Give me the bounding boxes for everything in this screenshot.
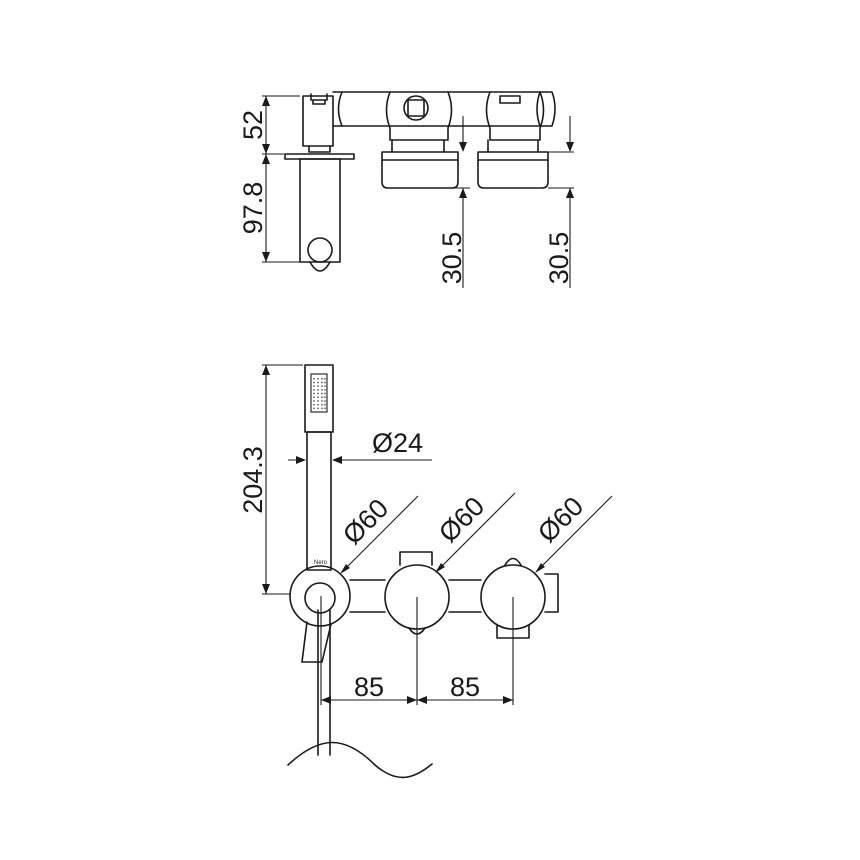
dim-side-lower-height: 97.8 [238,182,268,235]
side-valve-slot-right [499,95,521,104]
brand-mark: Nero [314,560,328,566]
hose [317,609,331,756]
dim-spacing-left: 85 [354,672,384,702]
hose-wave [287,741,433,779]
dim-handshower-diameter: Ø24 [372,428,423,458]
side-wall-flange [284,153,355,160]
front-view: Nero 204.3 Ø24 Ø60 [238,364,613,779]
dim-middle-handle-diameter: Ø60 [433,491,490,548]
side-valve-square-middle [407,99,425,117]
dim-side-top-height: 52 [238,110,268,140]
side-outlet-cap [310,93,328,105]
hand-shower-head [304,364,334,433]
side-handle-middle [381,151,459,189]
outlet-disc [289,565,351,627]
side-outlet-collar [308,145,331,153]
outlet-elbow [304,582,336,614]
right-handle-top-knob [504,557,522,566]
side-hose-connector [299,158,341,263]
side-pipe-joint-left [337,91,343,127]
side-connector-tip [309,261,331,272]
side-valve-body-middle [385,91,453,141]
side-valve-nut-middle [403,95,429,121]
side-pipe-joint-right [536,91,541,127]
dim-right-handle-diameter: Ø60 [532,491,589,548]
hand-shower-handle [306,431,332,571]
side-handle-right [477,151,549,189]
dim-outlet-diameter: Ø60 [337,493,394,550]
dim-handle-depth-left: 30.5 [437,232,467,285]
mixer-bar [349,579,482,613]
mixer-bar-end [544,573,559,613]
outlet-bracket [301,621,332,663]
side-handle-right-neck [487,139,539,153]
dim-handle-depth-right: 30.5 [544,232,574,285]
side-valve-body-right [485,91,545,141]
side-view: 52 97.8 30.5 30.5 [238,91,574,288]
middle-handle-top-tab [399,551,433,566]
hand-shower-nozzle-grid [310,373,328,413]
dim-handshower-length: 204.3 [238,446,268,514]
side-outlet-block [302,95,334,147]
side-handle-middle-neck [391,139,445,153]
hand-shower-nozzles [313,378,326,409]
dim-spacing-right: 85 [450,672,480,702]
side-pipe [332,91,556,127]
side-connector-knob [307,237,333,263]
